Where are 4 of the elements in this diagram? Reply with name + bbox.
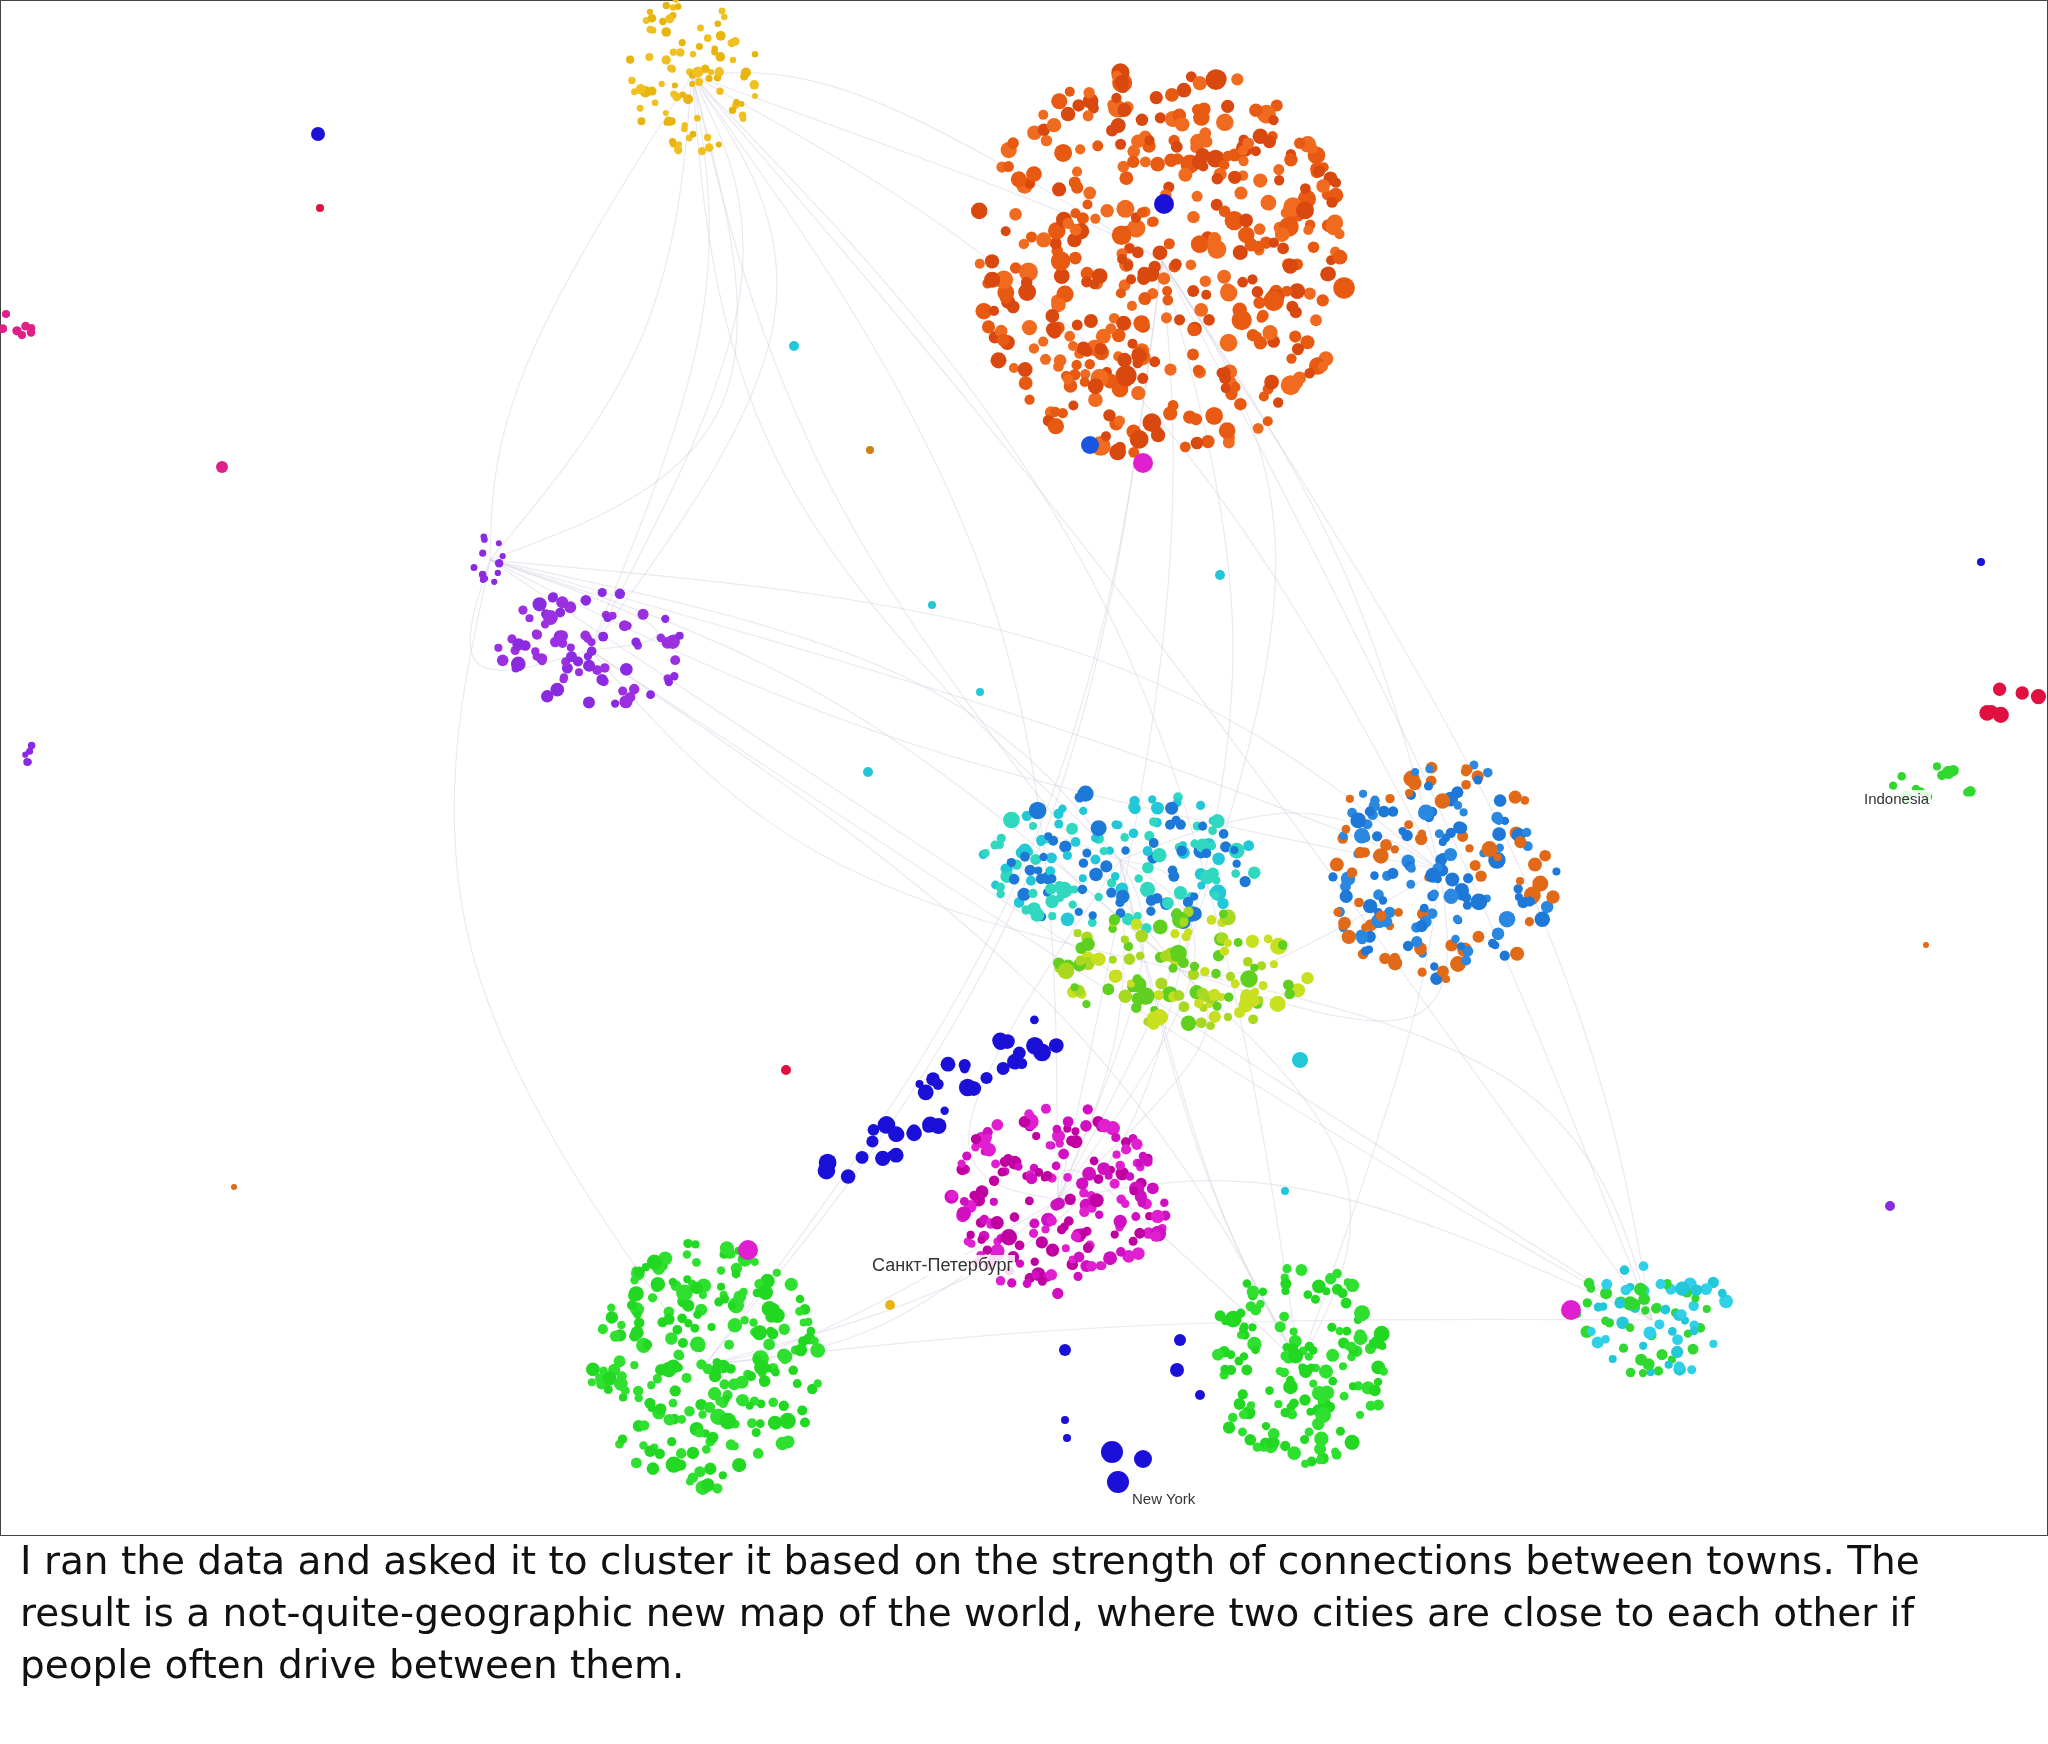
city-label: New York bbox=[1130, 1490, 1198, 1507]
city-label: Indonesia bbox=[1862, 790, 1932, 807]
city-label: Санкт-Петербург bbox=[870, 1255, 1016, 1276]
caption: I ran the data and asked it to cluster it based on the strength of connections between towns. The result is a not-quite-geographic new map of the world, where two cities are close to each other if people often drive between them. bbox=[20, 1537, 1921, 1689]
